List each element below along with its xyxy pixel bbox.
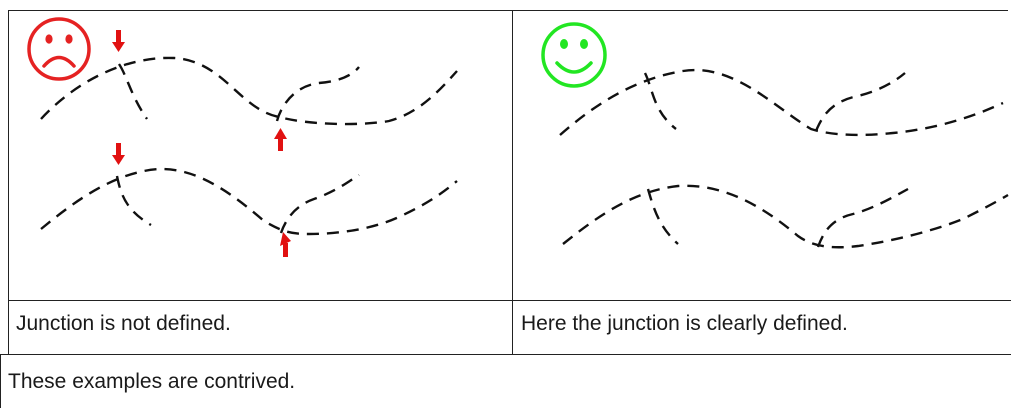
left-illustration [27, 17, 458, 257]
lower-network-lines [40, 167, 458, 236]
happy-face-icon [541, 22, 607, 88]
table-left-border-footer [0, 354, 1, 408]
upper-network-lines [40, 56, 458, 126]
left-illustration-panel [9, 11, 511, 299]
table-middle-border [512, 10, 513, 354]
table-row-divider [8, 300, 1011, 301]
lower-network-lines-right [562, 184, 1009, 249]
table-left-border [8, 10, 9, 354]
red-arrow-icon [112, 30, 291, 257]
right-caption: Here the junction is clearly defined. [521, 312, 848, 335]
left-caption: Junction is not defined. [16, 312, 231, 335]
upper-network-lines-right [559, 68, 1004, 137]
footer-note: These examples are contrived. [8, 370, 296, 393]
table-row-divider-2 [0, 354, 1011, 355]
table-top-border [8, 10, 1008, 11]
right-illustration-panel [513, 11, 1011, 299]
sad-face-icon [27, 17, 91, 81]
right-illustration [541, 22, 1009, 249]
